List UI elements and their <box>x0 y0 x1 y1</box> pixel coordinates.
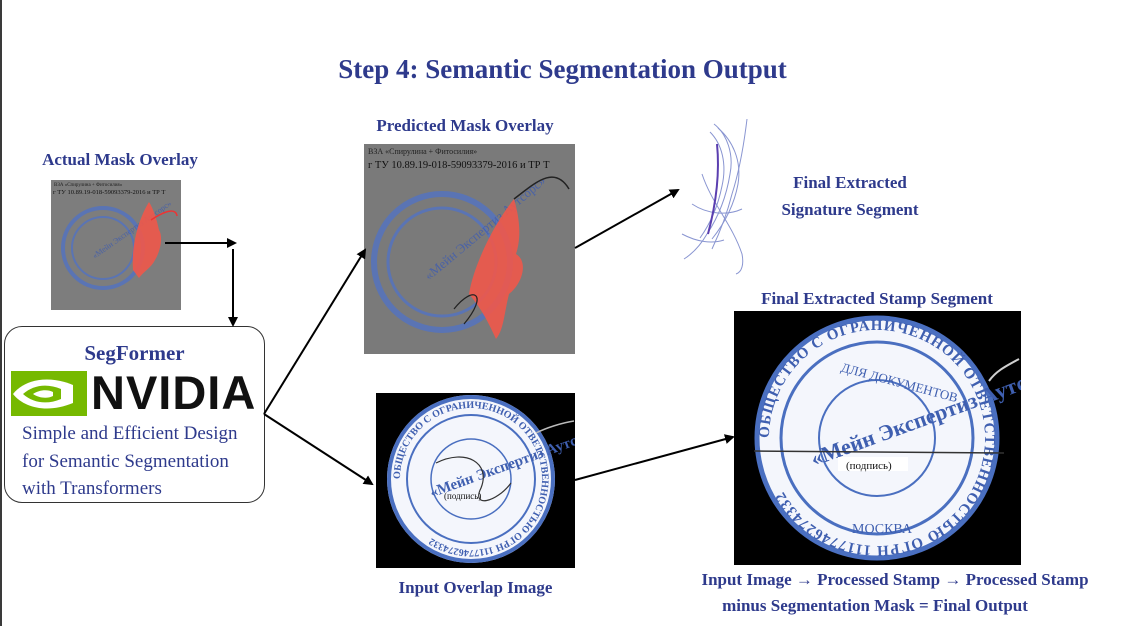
doc-text-main: г ТУ 10.89.19-018-59093379-2016 и ТР Т <box>368 160 550 171</box>
segformer-description: Simple and Efficient Design for Semantic… <box>22 423 238 499</box>
pipeline-caption-line2: minus Segmentation Mask = Final Output <box>722 596 1028 615</box>
stamp-segment-image: ОБЩЕСТВО С ОГРАНИЧЕННОЙ ОТВЕТСТВЕННОСТЬЮ… <box>734 311 1021 565</box>
nvidia-eye-icon <box>11 371 87 416</box>
actual-mask-label: Actual Mask Overlay <box>42 150 198 169</box>
arrow-predicted-to-signature <box>574 189 680 249</box>
doc-text-top: ВЗА «Спирулина + Фитосилия» <box>54 183 123 188</box>
pipeline-caption-line1: Input Image → Processed Stamp → Processe… <box>701 570 1089 589</box>
arrow-segformer-to-predicted <box>263 248 367 415</box>
segformer-box: SegFormer NVIDIA Simple and Efficient De… <box>4 326 265 503</box>
predicted-mask-image: ВЗА «Спирулина + Фитосилия» г ТУ 10.89.1… <box>364 144 575 354</box>
input-overlap-image: ОБЩЕСТВО С ОГРАНИЧЕННОЙ ОТВЕТСТВЕННОСТЬЮ… <box>376 393 575 568</box>
doc-text-main: г ТУ 10.89.19-018-59093379-2016 и ТР Т <box>53 189 165 196</box>
stamp-caption: (подпись) <box>846 460 892 472</box>
nvidia-wordmark: NVIDIA <box>91 366 257 419</box>
doc-text-top: ВЗА «Спирулина + Фитосилия» <box>368 147 477 156</box>
input-overlap-label: Input Overlap Image <box>398 578 553 597</box>
segformer-title: SegFormer <box>84 341 185 365</box>
predicted-mask-label: Predicted Mask Overlay <box>376 116 554 135</box>
stamp-inner-bottom: МОСКВА <box>852 522 913 537</box>
arrow-input-to-stamp <box>574 434 735 481</box>
final-stamp-label: Final Extracted Stamp Segment <box>761 289 993 308</box>
actual-mask-image: ВЗА «Спирулина + Фитосилия» г ТУ 10.89.1… <box>51 180 181 310</box>
final-signature-label: Final Extracted Signature Segment <box>781 173 919 219</box>
input-caption: (подпись) <box>444 491 481 501</box>
arrow-segformer-to-input <box>263 413 374 486</box>
signature-segment-image <box>672 114 772 284</box>
left-border <box>0 0 2 626</box>
page-title: Step 4: Semantic Segmentation Output <box>338 54 787 84</box>
